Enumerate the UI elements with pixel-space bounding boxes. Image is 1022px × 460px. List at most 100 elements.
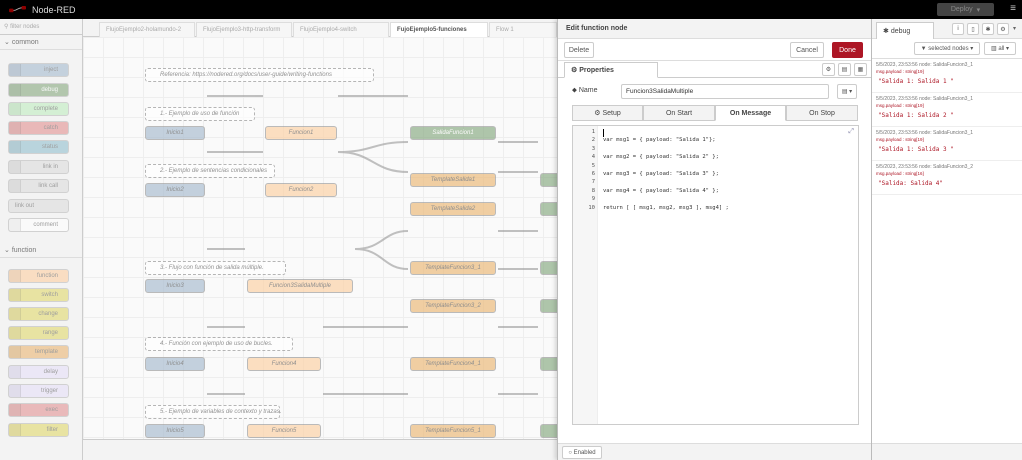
output-node[interactable] xyxy=(540,202,557,216)
inject-node[interactable]: Inicio3 xyxy=(145,279,205,293)
palette-node-status[interactable]: status xyxy=(8,140,69,154)
bug-icon[interactable]: ✱ xyxy=(982,23,994,35)
output-node[interactable] xyxy=(540,299,557,313)
palette-node-function[interactable]: function xyxy=(8,269,69,283)
tab-flujo5[interactable]: FujoEjemplo5-funciones xyxy=(390,22,488,37)
function-node[interactable]: Funcion4 xyxy=(247,357,321,371)
line-number: 4 xyxy=(591,154,595,161)
filter-select[interactable]: ▼ selected nodes ▾ xyxy=(914,42,980,55)
search-icon: ⚲ xyxy=(4,24,11,30)
palette-node-link-in[interactable]: link in xyxy=(8,160,69,174)
palette-node-debug[interactable]: debug xyxy=(8,83,69,97)
palette-node-comment[interactable]: comment xyxy=(8,218,69,232)
palette-node-inject[interactable]: inject xyxy=(8,63,69,77)
tab-debug[interactable]: ✱ debug xyxy=(876,22,934,39)
palette-node-complete[interactable]: complete xyxy=(8,102,69,116)
line-number: 2 xyxy=(591,137,595,144)
palette-node-trigger[interactable]: trigger xyxy=(8,384,69,398)
book-icon[interactable]: ▯ xyxy=(967,23,979,35)
edit-tray: Edit function node Delete Cancel Done ⚙ … xyxy=(557,19,872,460)
comment-node[interactable]: 3.- Flujo con función de salida múltiple… xyxy=(145,261,286,275)
palette-node-template[interactable]: template xyxy=(8,345,69,359)
inject-node[interactable]: Inicio4 xyxy=(145,357,205,371)
comment-node[interactable]: 2.- Ejemplo de sentencias condicionales xyxy=(145,164,275,178)
delete-button[interactable]: Delete xyxy=(564,42,594,58)
palette-node-link-out[interactable]: link out xyxy=(8,199,69,213)
clear-all-select[interactable]: ▥ all ▾ xyxy=(984,42,1016,55)
line-number: 3 xyxy=(591,145,595,152)
comment-node[interactable]: 5.- Ejemplo de variables de contexto y t… xyxy=(145,405,281,419)
template-node[interactable]: TemplateFuncion3_2 xyxy=(410,299,496,313)
icon-select[interactable]: ▤ ▾ xyxy=(837,84,857,99)
tab-flujo4[interactable]: FlujoEjemplo4-switch xyxy=(293,22,389,37)
line-number: 1 xyxy=(591,129,595,135)
inject-node[interactable]: Inicio2 xyxy=(145,183,205,197)
palette-filter-input[interactable]: ⚲ filter nodes xyxy=(0,19,82,35)
line-number: 9 xyxy=(591,196,595,203)
appearance-icon[interactable]: ▦ xyxy=(854,63,867,76)
function-node[interactable]: Funcion3SalidaMultiple xyxy=(247,279,353,293)
palette-node-switch[interactable]: switch xyxy=(8,288,69,302)
template-node[interactable]: TemplateFuncion5_1 xyxy=(410,424,496,438)
function-node[interactable]: Funcion2 xyxy=(265,183,337,197)
chevron-down-icon: ⌄ xyxy=(4,247,12,254)
palette-node-change[interactable]: change xyxy=(8,307,69,321)
comment-node[interactable]: 1.- Ejemplo de uso de función xyxy=(145,107,255,121)
palette-node-filter[interactable]: filter xyxy=(8,423,69,437)
flow-canvas[interactable]: Referencia: https://nodered.org/docs/use… xyxy=(83,37,557,439)
comment-node[interactable]: 4.- Función con ejemplo de uso de bucles… xyxy=(145,337,293,351)
function-node[interactable]: Funcion1 xyxy=(265,126,337,140)
name-input[interactable]: Funcion3SalidaMultiple xyxy=(621,84,829,99)
template-node[interactable]: TemplateFuncion4_1 xyxy=(410,357,496,371)
deploy-button[interactable]: Deploy▾ xyxy=(937,3,994,16)
palette-node-exec[interactable]: exec xyxy=(8,403,69,417)
tab-on-stop[interactable]: On Stop xyxy=(786,105,858,121)
palette-node-catch[interactable]: catch xyxy=(8,121,69,135)
debug-node[interactable]: SalidaFuncion1 xyxy=(410,126,496,140)
app-title: Node-RED xyxy=(32,4,76,15)
code-editor[interactable]: var msg1 = { payload: "Salida 1"};var ms… xyxy=(572,125,859,425)
palette-node-range[interactable]: range xyxy=(8,326,69,340)
output-node[interactable] xyxy=(540,261,557,275)
debug-message[interactable]: 5/5/2023, 23:53:56 node: SalidaFuncion3_… xyxy=(872,93,1022,127)
tab-flujo2[interactable]: FlujoEjemplo2-holamundo-2 xyxy=(99,22,195,37)
tab-on-start[interactable]: On Start xyxy=(643,105,715,121)
comment-node[interactable]: Referencia: https://nodered.org/docs/use… xyxy=(145,68,374,82)
function-node[interactable]: Funcion5 xyxy=(247,424,321,438)
description-icon[interactable]: ▤ xyxy=(838,63,851,76)
node-palette: ⚲ filter nodes ⌄ common inject debug com… xyxy=(0,19,83,460)
enabled-toggle[interactable]: ○ Enabled xyxy=(562,446,602,459)
tab-flow1[interactable]: Flow 1 xyxy=(489,22,557,37)
debug-message[interactable]: 5/5/2023, 23:53:56 node: SalidaFuncion3_… xyxy=(872,161,1022,195)
hamburger-menu-icon[interactable]: ≡ xyxy=(1010,3,1016,14)
debug-message[interactable]: 5/5/2023, 23:53:56 node: SalidaFuncion3_… xyxy=(872,127,1022,161)
output-node[interactable] xyxy=(540,173,557,187)
template-node[interactable]: TemplateFuncion3_1 xyxy=(410,261,496,275)
template-node[interactable]: TemplateSalida2 xyxy=(410,202,496,216)
tab-setup[interactable]: ⚙ Setup xyxy=(572,105,643,121)
template-node[interactable]: TemplateSalida1 xyxy=(410,173,496,187)
chevron-down-icon[interactable]: ▾ xyxy=(1013,26,1017,32)
tab-properties[interactable]: ⚙ Properties xyxy=(564,62,658,78)
line-number: 8 xyxy=(591,187,595,194)
tab-flujo3[interactable]: FlujoEjemplo3-http-transform xyxy=(196,22,292,37)
cancel-button[interactable]: Cancel xyxy=(790,42,824,58)
info-icon[interactable]: i xyxy=(952,23,964,35)
inject-node[interactable]: Inicio1 xyxy=(145,126,205,140)
category-common[interactable]: ⌄ common xyxy=(0,35,82,50)
tab-on-message[interactable]: On Message xyxy=(715,105,786,121)
output-node[interactable] xyxy=(540,424,557,438)
settings-icon[interactable]: ⚙ xyxy=(822,63,835,76)
palette-node-link-call[interactable]: link call xyxy=(8,179,69,193)
debug-message[interactable]: 5/5/2023, 23:53:56 node: SalidaFuncion3_… xyxy=(872,59,1022,93)
inject-node[interactable]: Inicio5 xyxy=(145,424,205,438)
expand-icon[interactable]: ⤢ xyxy=(848,128,854,135)
palette-node-delay[interactable]: delay xyxy=(8,365,69,379)
gear-icon[interactable]: ⚙ xyxy=(997,23,1009,35)
category-function[interactable]: ⌄ function xyxy=(0,243,82,258)
chevron-down-icon[interactable]: ▾ xyxy=(976,6,981,14)
line-number: 7 xyxy=(591,179,595,186)
done-button[interactable]: Done xyxy=(832,42,863,58)
trash-icon: ▥ xyxy=(990,46,999,52)
output-node[interactable] xyxy=(540,357,557,371)
